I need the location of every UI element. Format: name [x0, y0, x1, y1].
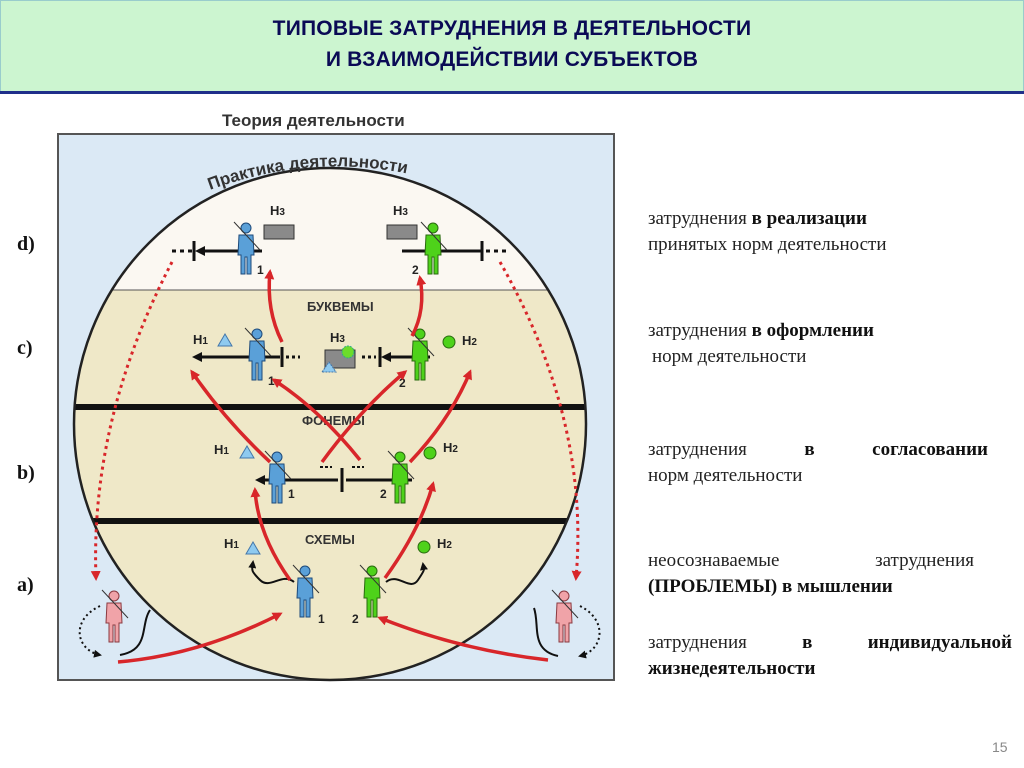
red-arrow-a2-b2	[383, 481, 436, 580]
red-arrow-b1-c1	[190, 369, 272, 464]
band-label-bukvemy: БУКВЕМЫ	[307, 299, 374, 314]
page-title-line1: ТИПОВЫЕ ЗАТРУДНЕНИЯ В ДЕЯТЕЛЬНОСТИ	[272, 17, 752, 40]
red-arrow-a1-b1	[250, 487, 292, 582]
cycle-wave-right	[533, 607, 559, 657]
page-title-line2: И ВЗАИМОДЕЙСТВИИ СУБЪЕКТОВ	[325, 48, 699, 71]
cycle-dotted-left	[78, 605, 102, 658]
subject-number-1-d: 1	[257, 263, 264, 277]
blue-triangle-c	[217, 333, 233, 347]
red-arrow-c1-d1	[264, 269, 284, 343]
subject-number-1-b: 1	[288, 487, 295, 501]
norm-h2-label-a: Н2	[437, 536, 452, 551]
subject-number-2-a: 2	[352, 612, 359, 626]
band-label-skhemy: СХЕМЫ	[305, 532, 355, 547]
blue-triangle-c-merged	[321, 361, 337, 373]
dotted-arrow-d-left	[90, 261, 174, 581]
norm-h2-label-b: Н2	[443, 440, 458, 455]
level-label-c: с)	[17, 337, 33, 359]
band-label-fonemy: ФОНЕМЫ	[302, 413, 365, 428]
red-arrow-b-c2	[320, 370, 408, 464]
level-label-b: b)	[17, 462, 35, 484]
wavy-arrow-a-right	[385, 562, 428, 585]
norm-h3-box-right	[386, 224, 418, 240]
cycle-dotted-right	[578, 605, 601, 659]
desc-level-b: затруднения в согласовании норм деятельн…	[648, 439, 988, 486]
blue-triangle-a	[245, 541, 261, 555]
blue-triangle-b	[239, 445, 255, 459]
desc-level-a: неосознаваемые затруднения (ПРОБЛЕМЫ) в …	[648, 550, 974, 597]
level-label-a: а)	[17, 574, 34, 596]
subject-number-1-a: 1	[318, 612, 325, 626]
wavy-arrow-a-left	[248, 560, 295, 585]
cycle-wave-left	[119, 609, 151, 656]
level-label-d: d)	[17, 233, 35, 255]
desc-level-d: затруднения в реализации принятых норм д…	[648, 208, 887, 255]
red-arrow-c2-d2	[410, 275, 427, 337]
red-arrow-b-c1	[271, 378, 362, 462]
norm-h2-label-c: Н2	[462, 333, 477, 348]
norm-h1-label-a: Н1	[224, 536, 239, 551]
theory-label: Теория деятельности	[222, 111, 405, 130]
subject-number-2-b: 2	[380, 487, 387, 501]
dotted-arrow-d-right	[498, 261, 582, 581]
header-banner	[0, 0, 1024, 92]
norm-h3-label-d-left: Н3	[270, 203, 285, 218]
subject-number-2-d: 2	[412, 263, 419, 277]
red-arrow-right-person-a2	[377, 615, 549, 662]
green-circle-a	[417, 540, 431, 554]
green-circle-c	[442, 335, 456, 349]
norm-h3-label-c: Н3	[330, 330, 345, 345]
desc-level-c: затруднения в оформлении норм деятельнос…	[648, 320, 874, 367]
green-circle-b	[423, 446, 437, 460]
page-number: 15	[992, 739, 1008, 755]
red-arrow-left-person-a1	[117, 612, 283, 664]
band-divider-2	[74, 518, 586, 524]
norm-h3-box-left	[263, 224, 295, 240]
header-divider	[0, 91, 1024, 94]
green-circle-c-merged	[341, 345, 355, 359]
band-divider-1	[74, 404, 586, 410]
desc-individual: затруднения в индивидуальной жизнедеятел…	[648, 632, 1012, 679]
norm-h1-label-b: Н1	[214, 442, 229, 457]
norm-h3-label-d-right: Н3	[393, 203, 408, 218]
activity-sphere	[72, 166, 588, 682]
red-arrow-b2-c2	[408, 369, 472, 464]
norm-h1-label-c: Н1	[193, 332, 208, 347]
subject-number-2-c: 2	[399, 376, 406, 390]
